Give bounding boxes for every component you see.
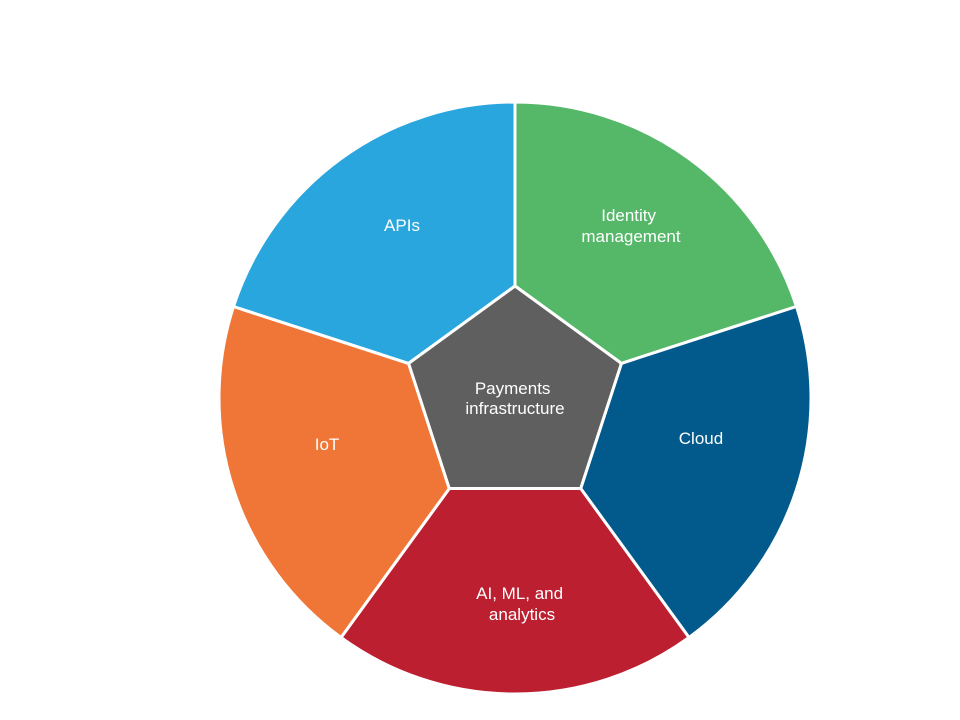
segment-cloud-shape xyxy=(579,305,813,639)
segment-identity-management-label-line-1: Identity xyxy=(601,206,656,225)
segment-identity-management-label-line-2: management xyxy=(581,227,681,246)
segment-cloud-label-line-1: Cloud xyxy=(679,429,723,448)
segment-ai-ml-analytics: AI, ML, and analytics xyxy=(339,487,691,696)
segment-ai-ml-analytics-label-line-1: AI, ML, and xyxy=(476,584,563,603)
segment-identity-management-label: Identity management xyxy=(581,206,681,246)
segment-apis-shape xyxy=(232,100,517,365)
segment-iot-shape xyxy=(217,305,451,639)
segment-cloud-label: Cloud xyxy=(679,429,723,448)
segment-ai-ml-analytics-label: AI, ML, and analytics xyxy=(476,584,568,624)
segment-iot: IoT xyxy=(217,305,451,639)
segment-identity-management-shape xyxy=(513,100,798,365)
segment-identity-management: Identity management xyxy=(513,100,798,365)
segment-apis-label-line-1: APIs xyxy=(384,216,420,235)
center-payments-infrastructure: Payments infrastructure xyxy=(407,284,623,490)
segment-iot-label-line-1: IoT xyxy=(315,435,340,454)
center-label: Payments infrastructure xyxy=(465,379,564,418)
center-label-line-2: infrastructure xyxy=(465,399,564,418)
segment-apis-label: APIs xyxy=(384,216,420,235)
center-pentagon-shape xyxy=(407,284,623,490)
center-label-line-1: Payments xyxy=(475,379,551,398)
segment-apis: APIs xyxy=(232,100,517,365)
segment-ai-ml-analytics-label-line-2: analytics xyxy=(489,605,555,624)
segment-cloud: Cloud xyxy=(579,305,813,639)
segment-ai-ml-analytics-shape xyxy=(339,487,691,696)
segment-iot-label: IoT xyxy=(315,435,340,454)
